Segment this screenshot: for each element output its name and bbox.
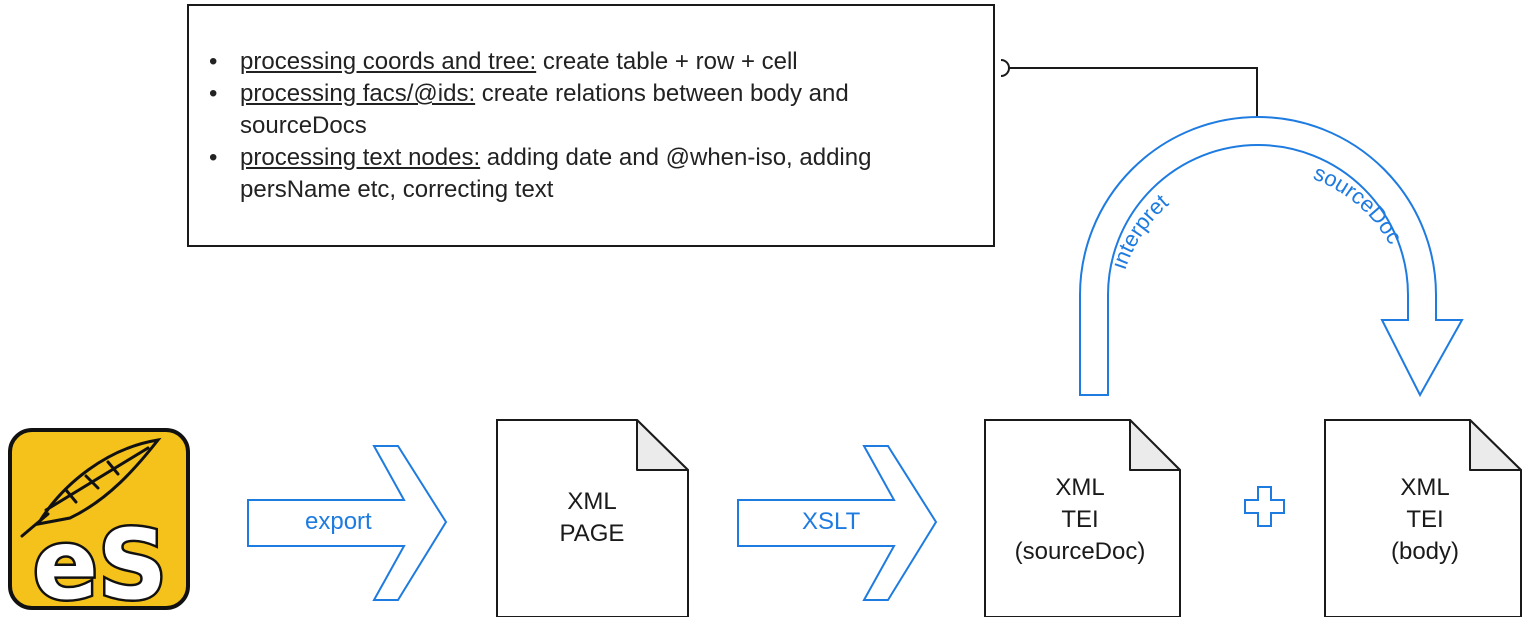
note-heading: processing facs/@ids: (240, 80, 476, 107)
document-tei-source-line2: TEI (1061, 506, 1099, 533)
note-item-text-nodes: processing text nodes: adding date and @… (209, 142, 969, 206)
document-tei-source-shape (984, 419, 1181, 617)
processing-notes-list: processing coords and tree: create table… (209, 46, 969, 206)
export-arrow (247, 445, 448, 601)
document-tei-source-line3: (sourceDoc) (1014, 538, 1146, 565)
note-heading: processing coords and tree: (240, 48, 537, 75)
quill-feather-icon (20, 437, 162, 538)
note-text: create table + row + cell (536, 48, 798, 75)
processing-notes-box: processing coords and tree: create table… (187, 4, 995, 247)
document-page-label: XML PAGE (517, 486, 667, 550)
export-label: export (305, 508, 372, 535)
document-page-line2: PAGE (559, 520, 625, 547)
note-text: create relations between body and source… (240, 80, 849, 139)
note-heading: processing text nodes: (240, 144, 481, 171)
xslt-label: XSLT (802, 508, 861, 535)
plus-icon (1244, 486, 1285, 527)
document-tei-body-line3: (body) (1390, 538, 1460, 565)
escriptorium-logo-icon: eS (8, 428, 190, 610)
document-tei-source-line1: XML (1055, 474, 1105, 501)
document-tei-body-line2: TEI (1406, 506, 1444, 533)
document-page-line1: XML (567, 488, 617, 515)
note-text: adding date and @when-iso, adding persNa… (240, 144, 872, 203)
interpret-curved-arrow (1079, 116, 1464, 398)
logo-text: eS (33, 509, 167, 610)
document-tei-body-line1: XML (1400, 474, 1450, 501)
xslt-arrow (737, 445, 938, 601)
note-item-facs: processing facs/@ids: create relations b… (209, 78, 969, 142)
document-tei-body-shape (1324, 419, 1522, 617)
note-item-coords: processing coords and tree: create table… (209, 46, 969, 78)
document-tei-source-label: XML TEI (sourceDoc) (990, 472, 1170, 568)
document-page-shape (496, 419, 689, 617)
document-tei-body-label: XML TEI (body) (1340, 472, 1510, 568)
